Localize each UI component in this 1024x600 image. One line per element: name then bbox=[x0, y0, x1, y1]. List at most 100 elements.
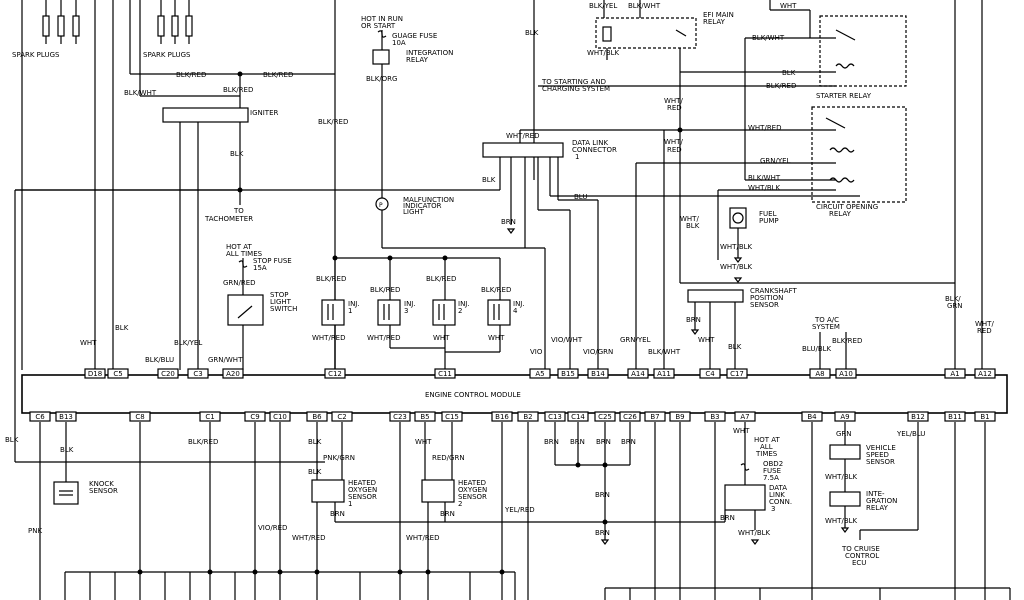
ecm-bottom-pin-label-b3: B3 bbox=[710, 413, 719, 421]
inj1-label-2: 1 bbox=[348, 307, 352, 315]
wire-label-blk-red-inj2: BLK/RED bbox=[426, 275, 456, 283]
wire-label-brn-dlc: BRN bbox=[501, 218, 516, 226]
inj2-label-2: 2 bbox=[458, 307, 462, 315]
ecm-bottom-pin-box-a9 bbox=[834, 411, 856, 422]
ecm-top-pin-label-b14: B14 bbox=[591, 370, 605, 378]
obd-label-1: OBD2 bbox=[763, 460, 783, 468]
dlc3-label-3: CONN. bbox=[769, 498, 792, 506]
int-relay-label-2: GRATION bbox=[866, 497, 897, 505]
wire-label-wht-left: WHT bbox=[80, 339, 97, 347]
crank-label-1: CRANKSHAFT bbox=[750, 287, 797, 295]
wire-label-wht-blk-fp-2: BLK bbox=[686, 222, 700, 230]
ecm-bottom-pin-box-b5 bbox=[414, 411, 436, 422]
ecm-bottom-pin-box-c9 bbox=[244, 411, 266, 422]
ecm-bottom-pin-box-c25 bbox=[594, 411, 616, 422]
ecm-top-pin-label-a8: A8 bbox=[815, 370, 824, 378]
circuit-opening-label-2: RELAY bbox=[829, 210, 852, 218]
ecm-bottom-pin-box-c1 bbox=[199, 411, 221, 422]
ecm-bottom-pin-box-c13 bbox=[544, 411, 566, 422]
wire-label-wht-crank: WHT bbox=[698, 336, 715, 344]
heated1-label-3: SENSOR bbox=[348, 493, 377, 501]
wire-label-vio-wht: VIO/WHT bbox=[551, 336, 583, 344]
crank-label-3: SENSOR bbox=[750, 301, 779, 309]
ecm-bottom-pin-label-a7: A7 bbox=[740, 413, 749, 421]
wire-label-brn-c14: BRN bbox=[570, 438, 585, 446]
wire-label-wht-red-2: RED bbox=[667, 104, 682, 112]
wire-label-wht-blk-fp-1: WHT/ bbox=[680, 215, 699, 223]
wire-label-blk-red-ac: BLK/RED bbox=[832, 337, 862, 345]
wire-label-grn-vss: GRN bbox=[836, 430, 852, 438]
wire-label-wht-blk-int: WHT/BLK bbox=[825, 517, 858, 525]
wire-label-wht-red-v-2: RED bbox=[667, 146, 682, 154]
ecm-bottom-pin-box-c14 bbox=[567, 411, 589, 422]
wire-label-blu-blk: BLU/BLK bbox=[802, 345, 832, 353]
inj3-label-1: INJ. bbox=[404, 300, 416, 308]
ecm-bottom-pin-box-b3 bbox=[704, 411, 726, 422]
ecm-bottom-pin-label-b5: B5 bbox=[420, 413, 429, 421]
ecm-bottom-pin-box-c8 bbox=[129, 411, 151, 422]
circuit-opening-relay-box bbox=[811, 106, 907, 203]
ecm-top-pin-label-a20: A20 bbox=[226, 370, 240, 378]
wire-label-blk-grn-2: GRN bbox=[947, 302, 963, 310]
ecm-top-pin-box-c17 bbox=[726, 368, 748, 379]
dlc3-label-1: DATA bbox=[769, 484, 787, 492]
wire-label-blu: BLU bbox=[574, 193, 587, 201]
wire-label-blk-red-starter: BLK/RED bbox=[766, 82, 796, 90]
ecm-top-pin-label-a14: A14 bbox=[631, 370, 645, 378]
stop-light-label-1: STOP bbox=[270, 291, 288, 299]
wire-label-wht-blk-fp-4: WHT/BLK bbox=[720, 263, 753, 271]
ecm-top-pin-label-a12: A12 bbox=[978, 370, 992, 378]
wire-label-blk-red-2: BLK/RED bbox=[263, 71, 293, 79]
wire-label-brn-dlc3: BRN bbox=[720, 514, 735, 522]
wire-label-blk-knock: BLK bbox=[60, 446, 74, 454]
wire-label-blk-wht-2: BLK/WHT bbox=[648, 348, 681, 356]
to-tachometer-label-1: TO bbox=[233, 207, 244, 215]
wire-label-wht-blk-r: WHT/BLK bbox=[748, 184, 781, 192]
ecm-top-pin-label-d18: D18 bbox=[88, 370, 102, 378]
to-ac-label-1: TO A/C bbox=[814, 316, 839, 324]
ecm-bottom-pin-box-c2 bbox=[331, 411, 353, 422]
ecm-top-pin-box-c3 bbox=[187, 368, 209, 379]
ecm-bottom-pin-box-b9 bbox=[669, 411, 691, 422]
efi-main-relay-box bbox=[595, 17, 697, 49]
wire-label-blk-yel: BLK/YEL bbox=[174, 339, 202, 347]
wire-label-blk-red-inj-top: BLK/RED bbox=[316, 275, 346, 283]
ecm-bottom-pin-label-a9: A9 bbox=[840, 413, 849, 421]
wire-label-blk-wht-1: BLK/WHT bbox=[124, 89, 157, 97]
wire-label-yel-red: YEL/RED bbox=[504, 506, 535, 514]
ecm-top-pin-box-a12 bbox=[974, 368, 996, 379]
wire-label-vio-grn: VIO/GRN bbox=[583, 348, 613, 356]
wire-label-brn-c13: BRN bbox=[544, 438, 559, 446]
heated-oxygen-sensor-1 bbox=[311, 479, 345, 503]
wire-label-brn-ho1: BRN bbox=[330, 510, 345, 518]
wire-label-blk-igniter: BLK bbox=[230, 150, 244, 158]
igniter-box bbox=[162, 107, 249, 123]
ecm-bottom-pin-label-c10: C10 bbox=[273, 413, 287, 421]
spark-plugs-right bbox=[157, 0, 193, 44]
cruise-label-2: CONTROL bbox=[845, 552, 879, 560]
spark-plugs-left bbox=[42, 0, 80, 44]
wire-label-brn-c26: BRN bbox=[621, 438, 636, 446]
int-relay-label-1: INTE- bbox=[866, 490, 885, 498]
ecm-top-pin-box-a5 bbox=[529, 368, 551, 379]
wire-label-grn-yel-2: GRN/YEL bbox=[620, 336, 651, 344]
integration-relay-label-2: RELAY bbox=[406, 56, 429, 64]
wire-label-blk-red-igniter: BLK/RED bbox=[223, 86, 253, 94]
wire-label-vio-red: VIO/RED bbox=[258, 524, 287, 532]
integration-relay-label-1: INTEGRATION bbox=[406, 49, 453, 57]
ecm-top-pin-box-a11 bbox=[653, 368, 675, 379]
wire-label-blk-grn-1: BLK/ bbox=[945, 295, 961, 303]
starter-relay-label: STARTER RELAY bbox=[816, 92, 872, 100]
wire-label-wht-a7: WHT bbox=[733, 427, 750, 435]
ecm-top-pin-box-c4 bbox=[699, 368, 721, 379]
wire-label-blk-top: BLK bbox=[525, 29, 539, 37]
wire-label-brn-ho2: BRN bbox=[440, 510, 455, 518]
ecm-bottom-pin-box-c6 bbox=[29, 411, 51, 422]
ecm-top-pin-label-c3: C3 bbox=[193, 370, 202, 378]
malfunction-label-1: MALFUNCTION bbox=[403, 196, 454, 204]
heated1-label-4: 1 bbox=[348, 500, 352, 508]
wire-label-wht-red-far-1: WHT/ bbox=[975, 320, 994, 328]
vss-label-3: SENSOR bbox=[866, 458, 895, 466]
ecm-label: ENGINE CONTROL MODULE bbox=[425, 391, 521, 399]
